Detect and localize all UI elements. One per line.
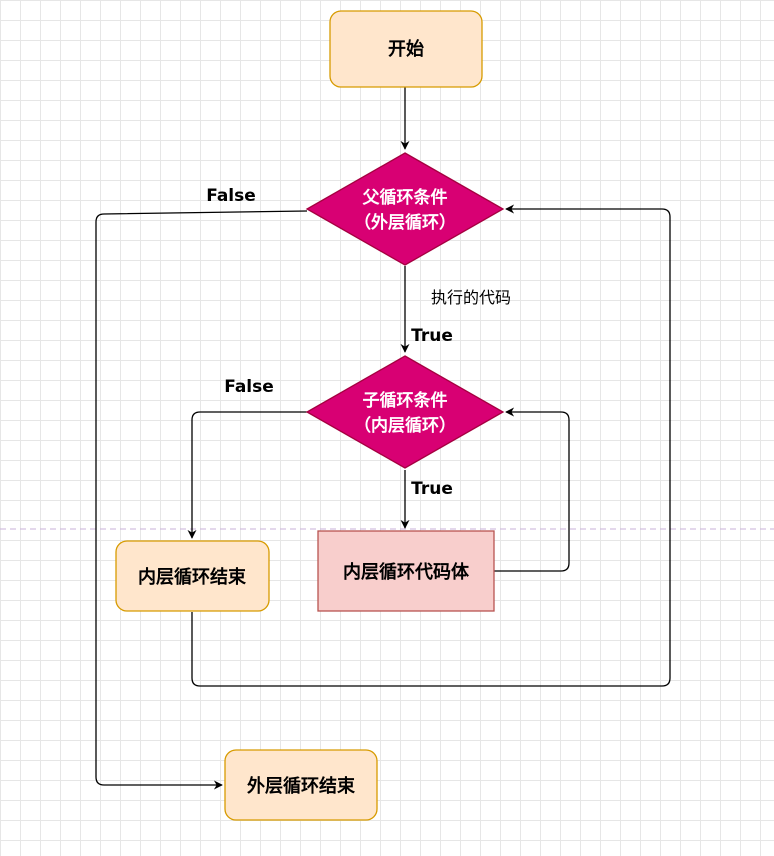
outer-condition-label-line2: （外层循环） bbox=[354, 212, 456, 233]
outer-end-node-shape bbox=[224, 749, 378, 821]
outer-end-node-label: 外层循环结束 bbox=[247, 775, 356, 797]
inner-condition-node[interactable]: 子循环条件 （内层循环） bbox=[305, 355, 505, 469]
inner-end-node-label: 内层循环结束 bbox=[138, 566, 247, 588]
outer-end-node[interactable]: 外层循环结束 bbox=[224, 749, 378, 821]
inner-body-node-shape bbox=[317, 530, 495, 612]
start-node-label: 开始 bbox=[388, 38, 424, 60]
start-node[interactable]: 开始 bbox=[329, 10, 483, 88]
inner-false-label: False bbox=[224, 377, 274, 397]
inner-body-node-label: 内层循环代码体 bbox=[343, 561, 470, 583]
inner-condition-label-line2: （内层循环） bbox=[354, 415, 456, 436]
outer-false-label: False bbox=[206, 186, 256, 206]
inner-body-node[interactable]: 内层循环代码体 bbox=[317, 530, 495, 612]
edge-inner-end-to-outer-condition bbox=[191, 204, 671, 687]
start-node-shape bbox=[329, 10, 483, 88]
outer-true-label: True bbox=[411, 326, 453, 346]
outer-condition-shape bbox=[305, 152, 505, 266]
inner-end-node-shape bbox=[115, 540, 270, 612]
edge-outer-false bbox=[95, 210, 308, 790]
outer-condition-node[interactable]: 父循环条件 （外层循环） bbox=[305, 152, 505, 266]
outer-condition-label-line1: 父循环条件 bbox=[362, 187, 448, 208]
edge-inner-body-loop bbox=[494, 407, 570, 572]
inner-true-label: True bbox=[411, 479, 453, 499]
edge-inner-false bbox=[187, 411, 307, 539]
inner-end-node[interactable]: 内层循环结束 bbox=[115, 540, 270, 612]
inner-condition-label-line1: 子循环条件 bbox=[363, 390, 448, 411]
inner-condition-shape bbox=[305, 355, 505, 469]
outer-exec-label: 执行的代码 bbox=[431, 288, 511, 307]
